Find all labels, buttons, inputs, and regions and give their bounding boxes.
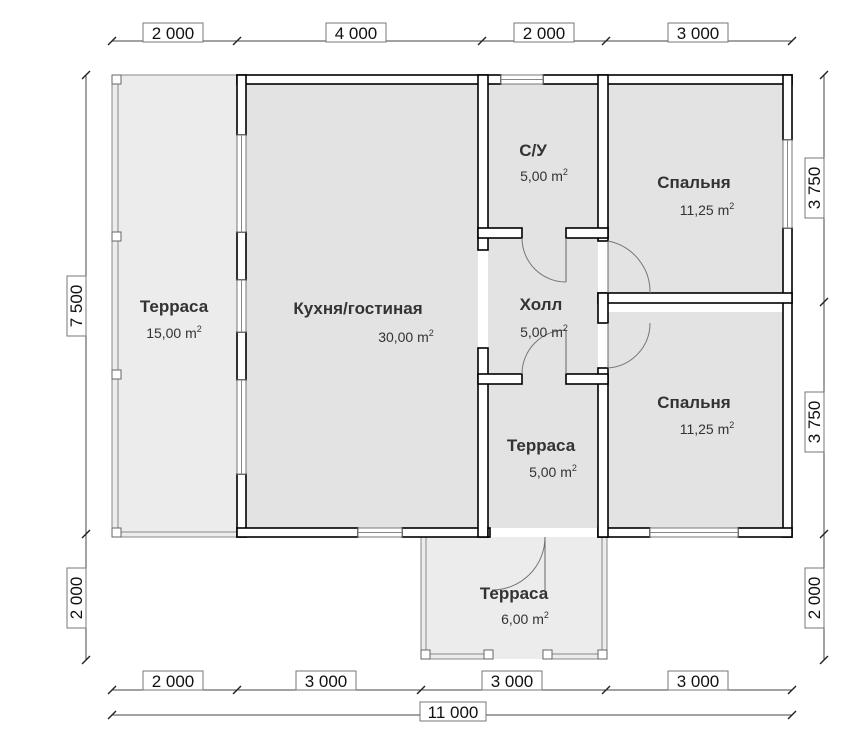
room-name: Холл: [520, 295, 563, 314]
dim-bottom-1: 2 000: [152, 672, 195, 691]
kitchen-floor: [246, 84, 478, 528]
room-name: Терраса: [507, 436, 576, 455]
room-area: 5,00 m2: [520, 323, 568, 340]
room-name: Терраса: [480, 584, 549, 603]
terrace-middle-floor: [488, 383, 598, 528]
dim-right-upper: 3 750: [805, 167, 824, 210]
dim-right-terrace: 2 000: [805, 577, 824, 620]
dim-top-1: 2 000: [152, 24, 195, 43]
room-area: 11,25 m2: [680, 420, 735, 437]
dim-top-3: 2 000: [523, 24, 566, 43]
room-terrace-left: Терраса 15,00 m2: [140, 297, 209, 341]
dim-right-lower: 3 750: [805, 401, 824, 444]
dim-bottom-4: 3 000: [677, 672, 720, 691]
terrace-left-floor: [112, 75, 237, 537]
terrace-front-floor: [421, 537, 607, 659]
room-bedroom-top: Спальня 11,25 m2: [657, 173, 734, 218]
top-dimension-chain: 2 000 4 000 2 000 3 000: [107, 22, 797, 46]
room-area: 15,00 m2: [146, 324, 202, 341]
dim-top-4: 3 000: [677, 24, 720, 43]
terrace-left-structure: [111, 74, 237, 538]
room-terrace-middle: Терраса 5,00 m2: [507, 436, 577, 480]
bathroom-floor: [488, 84, 598, 228]
floors: [112, 75, 783, 659]
room-kitchen: Кухня/гостиная 30,00 m2: [293, 299, 433, 345]
left-dimension-chain: 7 500 2 000: [66, 70, 91, 665]
room-area: 11,25 m2: [680, 201, 735, 218]
room-name: Спальня: [657, 393, 730, 412]
room-bathroom: С/У 5,00 m2: [519, 141, 568, 184]
dim-top-2: 4 000: [335, 24, 378, 43]
room-area: 6,00 m2: [501, 610, 549, 627]
room-name: Спальня: [657, 173, 730, 192]
total-dimension: 11 000: [107, 701, 797, 722]
doors: [487, 237, 651, 591]
room-terrace-front: Терраса 6,00 m2: [480, 584, 549, 627]
right-dimension-chain: 3 750 3 750 2 000: [804, 70, 829, 665]
bedroom-bottom-floor: [608, 312, 783, 528]
room-name: Терраса: [140, 297, 209, 316]
dim-bottom-2: 3 000: [305, 672, 348, 691]
room-area: 5,00 m2: [520, 167, 568, 184]
dim-total: 11 000: [428, 703, 479, 722]
bottom-dimension-chain: 2 000 3 000 3 000 3 000: [107, 670, 797, 695]
room-hall: Холл 5,00 m2: [520, 295, 568, 340]
room-bedroom-bottom: Спальня 11,25 m2: [657, 393, 734, 437]
terrace-front-structure: [420, 537, 608, 660]
dim-left-terrace: 2 000: [67, 577, 86, 620]
room-area: 5,00 m2: [529, 463, 577, 480]
hall-floor: [488, 228, 598, 383]
room-name: Кухня/гостиная: [293, 299, 422, 318]
room-area: 30,00 m2: [378, 328, 434, 345]
bedroom-top-floor: [608, 84, 783, 302]
dim-bottom-3: 3 000: [491, 672, 534, 691]
room-name: С/У: [519, 141, 547, 160]
dim-left-house: 7 500: [67, 285, 86, 328]
windows: [236, 74, 793, 538]
